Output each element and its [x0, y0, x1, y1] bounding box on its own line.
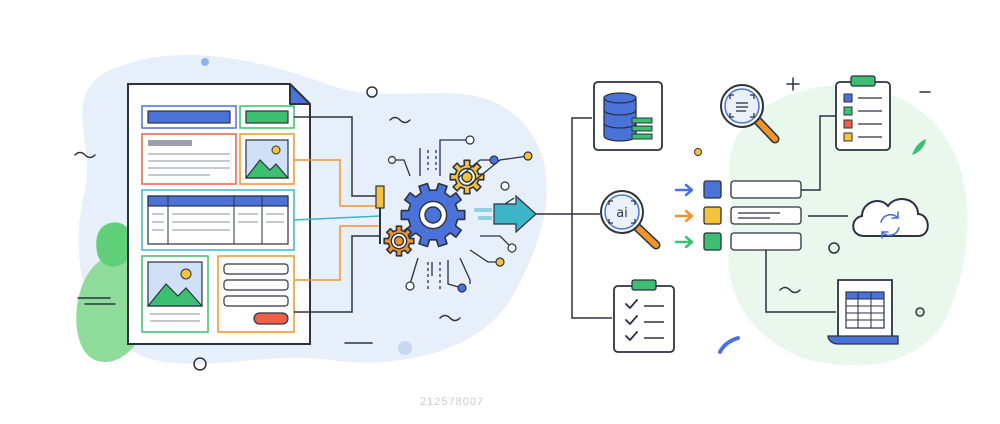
connectors-right	[765, 115, 848, 313]
spreadsheet-icon	[827, 279, 899, 345]
decorations	[74, 77, 931, 371]
orange-gear-icon	[383, 225, 415, 257]
connector-bar	[375, 185, 385, 209]
stock-image-id: 212578007	[420, 396, 485, 408]
task-clipboard-icon	[835, 75, 891, 151]
ai-search-icon: ai	[600, 190, 661, 250]
connectors-middle	[536, 117, 612, 319]
database-icon	[593, 81, 663, 151]
green-leaf	[912, 139, 926, 155]
cloud-sync-icon	[852, 198, 929, 239]
gear-engine	[383, 159, 485, 257]
large-gear-icon	[400, 182, 466, 248]
process-arrow	[474, 194, 537, 234]
blue-dot	[201, 58, 209, 66]
blue-dot	[398, 341, 412, 355]
connectors-left	[293, 116, 385, 313]
checklist-clipboard-icon	[613, 279, 675, 353]
image-icon	[146, 261, 204, 307]
page-fold	[289, 83, 311, 105]
form-submit-button	[253, 312, 289, 325]
image-icon	[244, 139, 290, 179]
result-rows	[674, 180, 802, 251]
document	[127, 83, 311, 345]
circuit-nodes	[387, 135, 533, 293]
ai-label: ai	[616, 206, 628, 221]
scan-search-icon	[720, 84, 780, 144]
blue-arc	[718, 336, 740, 354]
yellow-dot	[694, 148, 702, 156]
